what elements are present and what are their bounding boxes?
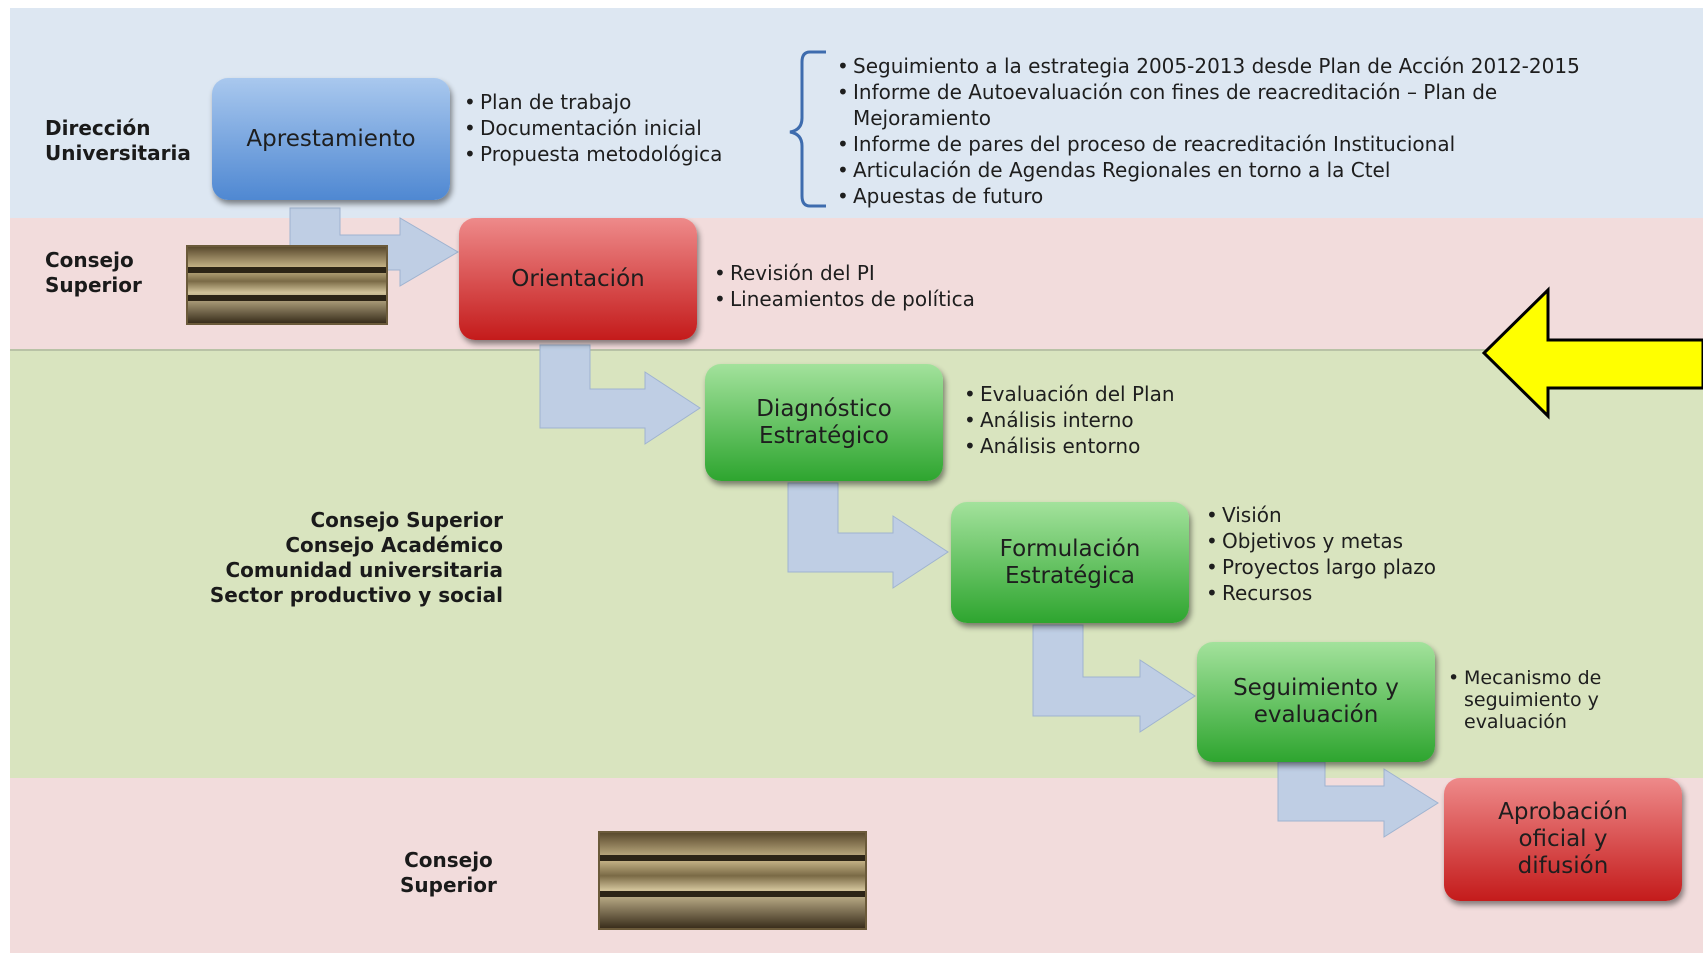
list-item: Recursos bbox=[1204, 580, 1436, 606]
lane-label-direccion: Dirección Universitaria bbox=[45, 116, 191, 165]
connector-arrow-4 bbox=[1032, 624, 1196, 733]
lane-label-consejo-superior-bottom: Consejo Superior bbox=[400, 848, 497, 897]
list-item: Objetivos y metas bbox=[1204, 528, 1436, 554]
list-item: Lineamientos de política bbox=[712, 286, 975, 312]
lane-label-participantes: Consejo Superior Consejo Académico Comun… bbox=[209, 508, 503, 607]
list-item: Análisis interno bbox=[962, 407, 1175, 433]
yellow-left-arrow-icon bbox=[1481, 286, 1703, 420]
list-item: Revisión del PI bbox=[712, 260, 975, 286]
lane-label-consejo-superior: Consejo Superior bbox=[45, 248, 142, 297]
list-item: Articulación de Agendas Regionales en to… bbox=[835, 157, 1580, 183]
list-item: Proyectos largo plazo bbox=[1204, 554, 1436, 580]
step-seguimiento: Seguimiento y evaluación bbox=[1197, 642, 1435, 762]
connector-arrow-2 bbox=[539, 344, 701, 445]
list-item: Informe de Autoevaluación con fines de r… bbox=[835, 79, 1580, 131]
step-diagnostico: Diagnóstico Estratégico bbox=[705, 364, 943, 481]
meeting-room-photo bbox=[186, 245, 388, 325]
orientacion-items: Revisión del PI Lineamientos de política bbox=[712, 260, 975, 312]
brace-items: Seguimiento a la estrategia 2005-2013 de… bbox=[835, 53, 1580, 209]
step-aprestamiento: Aprestamiento bbox=[212, 78, 450, 200]
list-item: Visión bbox=[1204, 502, 1436, 528]
seguimiento-items: Mecanismo de seguimiento y evaluación bbox=[1446, 667, 1601, 733]
step-label: Orientación bbox=[511, 265, 645, 292]
step-aprobacion: Aprobación oficial y difusión bbox=[1444, 778, 1682, 901]
list-item: Evaluación del Plan bbox=[962, 381, 1175, 407]
formulacion-items: Visión Objetivos y metas Proyectos largo… bbox=[1204, 502, 1436, 606]
brace-icon bbox=[789, 50, 826, 208]
step-label: Aprobación oficial y difusión bbox=[1498, 799, 1628, 879]
list-item: Propuesta metodológica bbox=[462, 141, 722, 167]
meeting-room-photo bbox=[598, 831, 867, 930]
list-item: Apuestas de futuro bbox=[835, 183, 1580, 209]
diagnostico-items: Evaluación del Plan Análisis interno Aná… bbox=[962, 381, 1175, 459]
connector-arrow-5 bbox=[1277, 761, 1439, 838]
connector-arrow-3 bbox=[787, 482, 949, 589]
list-item: Mecanismo de seguimiento y evaluación bbox=[1446, 667, 1601, 733]
list-item: Plan de trabajo bbox=[462, 89, 722, 115]
step-label: Diagnóstico Estratégico bbox=[756, 395, 892, 449]
step-label: Formulación Estratégica bbox=[999, 535, 1141, 589]
step-formulacion: Formulación Estratégica bbox=[951, 502, 1189, 623]
step-label: Aprestamiento bbox=[246, 125, 416, 152]
step-orientacion: Orientación bbox=[459, 218, 697, 340]
aprestamiento-items: Plan de trabajo Documentación inicial Pr… bbox=[462, 89, 722, 167]
step-label: Seguimiento y evaluación bbox=[1233, 675, 1399, 728]
list-item: Análisis entorno bbox=[962, 433, 1175, 459]
list-item: Seguimiento a la estrategia 2005-2013 de… bbox=[835, 53, 1580, 79]
list-item: Documentación inicial bbox=[462, 115, 722, 141]
list-item: Informe de pares del proceso de reacredi… bbox=[835, 131, 1580, 157]
